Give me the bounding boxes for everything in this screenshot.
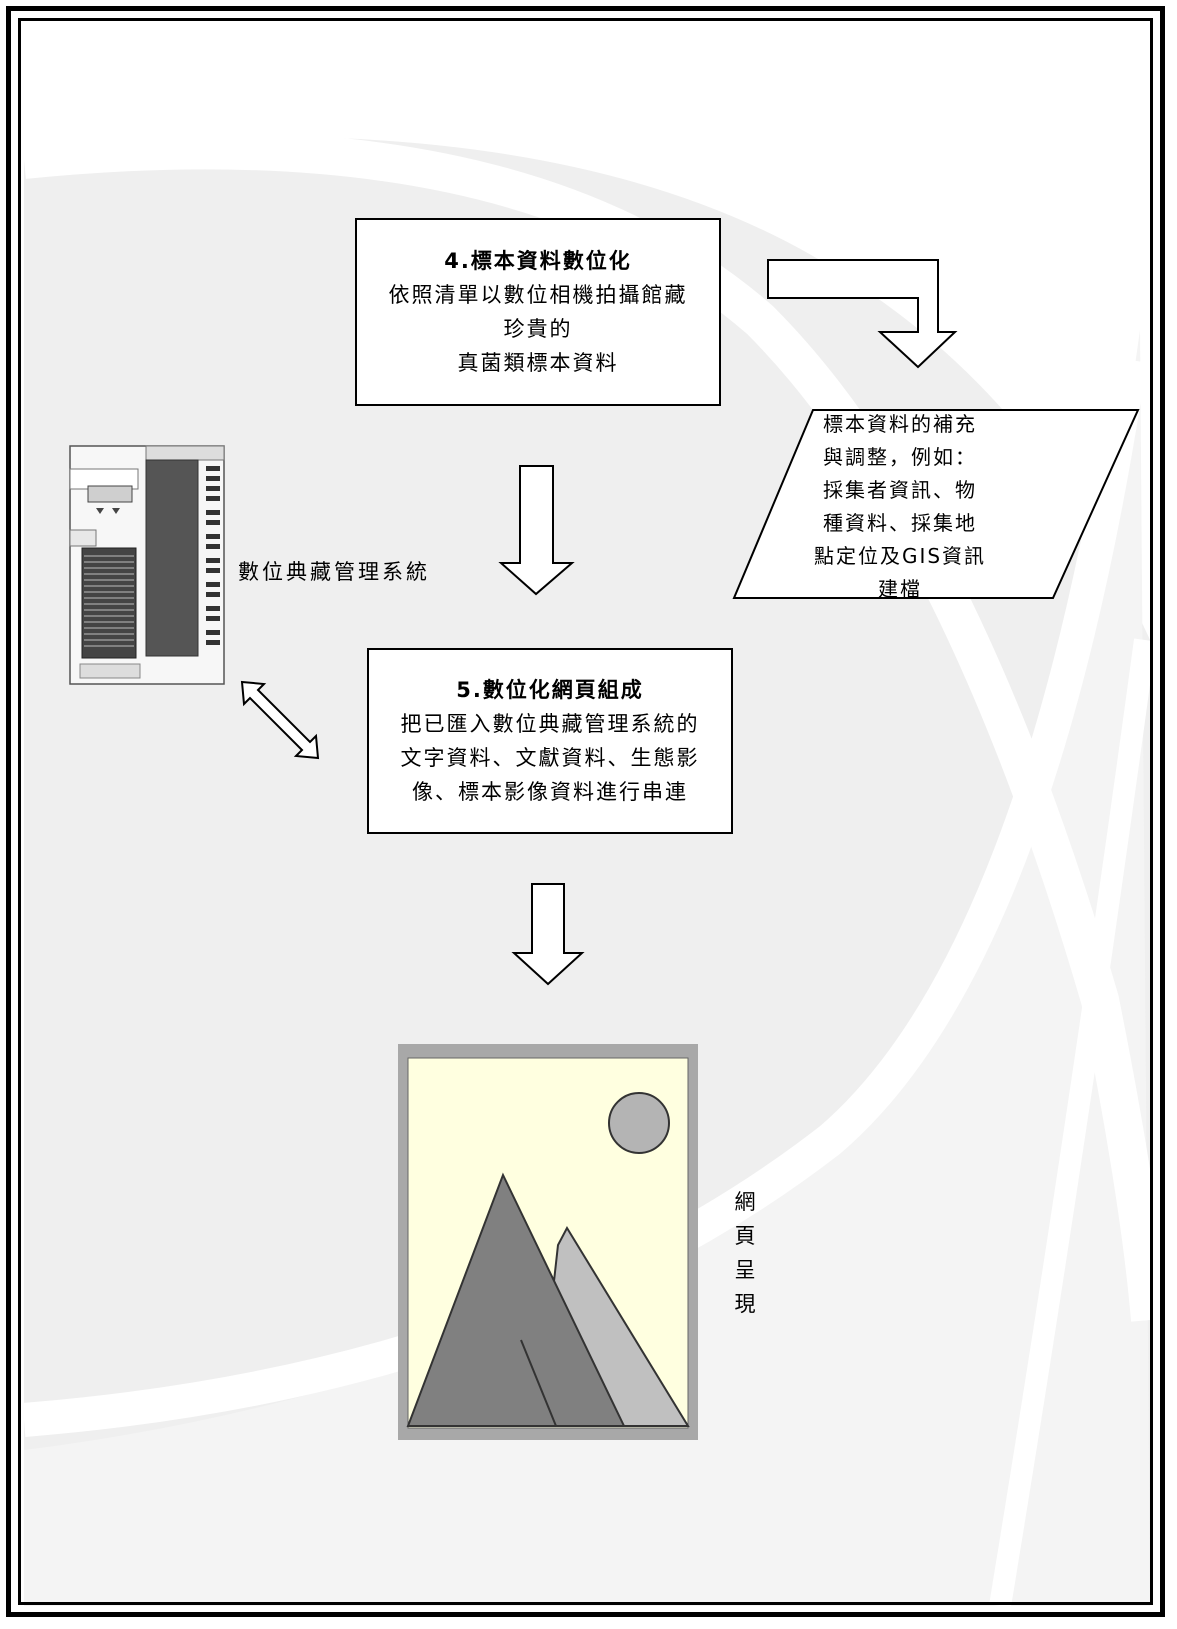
- step4-line: 依照清單以數位相機拍攝館藏: [388, 283, 688, 307]
- webpage-label-char: 呈: [734, 1258, 756, 1282]
- step5-line: 像、標本影像資料進行串連: [412, 780, 688, 804]
- step4-line: 珍貴的: [503, 317, 573, 341]
- supplement-line: 種資料、採集地: [823, 511, 977, 535]
- page-border-inner: [18, 18, 1153, 1605]
- webpage-label-char: 頁: [734, 1224, 756, 1248]
- step5-box: 5.數位化網頁組成 把已匯入數位典藏管理系統的 文字資料、文獻資料、生態影 像、…: [367, 648, 733, 834]
- supplement-line: 採集者資訊、物: [823, 478, 977, 502]
- webpage-label-char: 現: [734, 1292, 756, 1316]
- supplement-line: 與調整，例如：: [823, 445, 977, 469]
- page-border-outer: [6, 6, 1165, 1617]
- step4-box: 4.標本資料數位化 依照清單以數位相機拍攝館藏 珍貴的 真菌類標本資料: [355, 218, 721, 406]
- webpage-label: 網 頁 呈 現: [730, 1185, 760, 1321]
- supplement-line: 點定位及GIS資訊: [813, 544, 987, 568]
- step5-title: 5.數位化網頁組成: [456, 678, 644, 702]
- supplement-text: 標本資料的補充 與調整，例如： 採集者資訊、物 種資料、採集地 點定位及GIS資…: [780, 408, 1020, 606]
- supplement-line: 建檔: [878, 577, 922, 601]
- supplement-line: 標本資料的補充: [823, 412, 977, 436]
- step5-line: 文字資料、文獻資料、生態影: [400, 746, 700, 770]
- step4-line: 真菌類標本資料: [457, 351, 619, 375]
- step5-line: 把已匯入數位典藏管理系統的: [400, 712, 700, 736]
- system-label: 數位典藏管理系統: [238, 560, 430, 584]
- webpage-label-char: 網: [734, 1190, 756, 1214]
- step4-title: 4.標本資料數位化: [444, 249, 632, 273]
